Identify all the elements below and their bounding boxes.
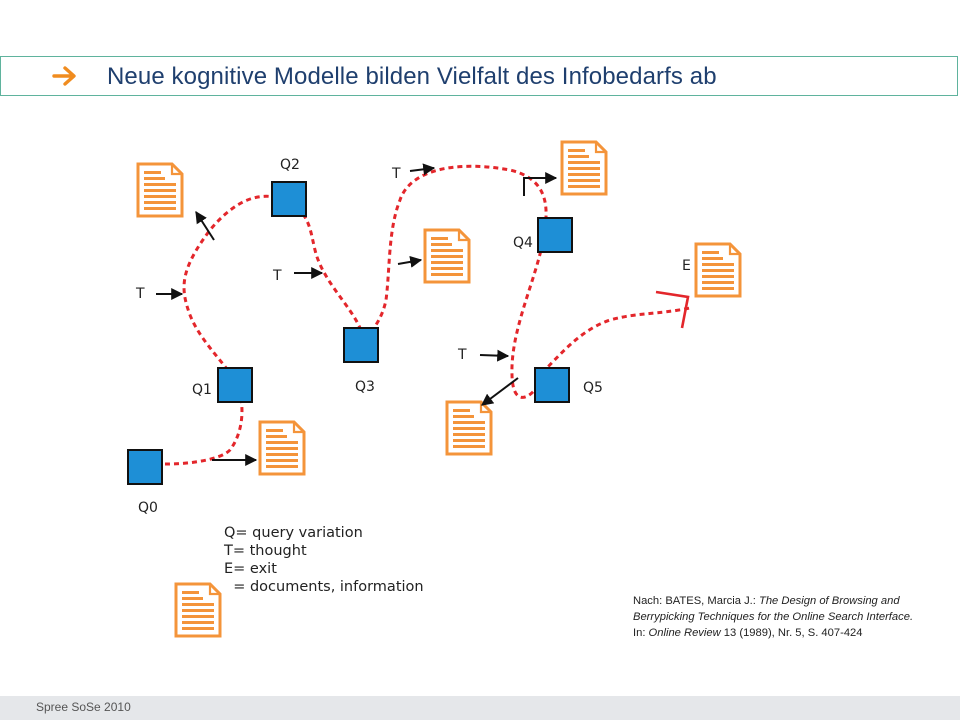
svg-text:T: T (135, 286, 145, 302)
query-box-q1: Q1 (192, 367, 253, 403)
document-icon (445, 400, 493, 456)
title-frame-right (957, 57, 958, 95)
right-arrow-icon (52, 66, 76, 86)
svg-text:Q4: Q4 (513, 235, 533, 251)
svg-text:Q1: Q1 (192, 382, 212, 398)
query-box-q4: Q4 (513, 217, 573, 253)
svg-text:T: T (391, 166, 401, 182)
slide-title: Neue kognitive Modelle bilden Vielfalt d… (107, 63, 717, 90)
legend-thought: T= thought (224, 543, 307, 559)
document-arrow (397, 255, 423, 268)
thought-marker: T (135, 286, 184, 302)
svg-text:T: T (457, 347, 467, 363)
document-icon (258, 420, 306, 476)
legend-query: Q= query variation (224, 525, 363, 541)
query-box-q0: Q0 (127, 449, 163, 516)
legend-exit: E= exit (224, 561, 277, 577)
thought-marker: T (457, 347, 510, 363)
citation-in: In: (633, 627, 649, 640)
svg-text:Q2: Q2 (280, 157, 300, 173)
slide-footer: Spree SoSe 2010 (0, 696, 960, 720)
search-path (164, 164, 691, 466)
svg-text:T: T (272, 268, 282, 284)
svg-text:Q3: Q3 (355, 379, 375, 395)
document-icon (694, 242, 742, 298)
title-frame-left (0, 57, 1, 95)
citation-rest: 13 (1989), Nr. 5, S. 407-424 (720, 627, 863, 640)
svg-text:Q5: Q5 (583, 380, 603, 396)
document-arrow (481, 377, 519, 406)
legend-documents: = documents, information (224, 579, 424, 595)
query-box-q5: Q5 (534, 367, 603, 403)
footer-text: Spree SoSe 2010 (36, 700, 131, 714)
thought-marker: T (272, 267, 324, 284)
berrypicking-diagram: Q0 Q1 Q2 Q3 Q4 Q5 T T T (127, 140, 742, 638)
document-icon (423, 228, 471, 284)
citation-title: The Design of Browsing and Berrypicking … (633, 595, 914, 624)
document-icon (174, 582, 222, 638)
exit-arrow (655, 290, 690, 329)
document-arrow (523, 172, 558, 196)
citation-journal: Online Review (648, 627, 721, 640)
document-icon (560, 140, 608, 196)
svg-text:Q0: Q0 (138, 500, 158, 516)
document-icon (136, 162, 184, 218)
document-arrow (195, 210, 215, 241)
query-box-q2: Q2 (271, 157, 307, 217)
thought-marker: T (391, 163, 436, 182)
query-box-q3: Q3 (343, 327, 379, 395)
diagram-legend: Q= query variation T= thought E= exit = … (224, 524, 424, 596)
slide-title-bar: Neue kognitive Modelle bilden Vielfalt d… (0, 56, 958, 96)
citation-prefix: Nach: BATES, Marcia J.: (633, 595, 759, 607)
exit-label: E (682, 258, 691, 274)
source-citation: Nach: BATES, Marcia J.: The Design of Br… (633, 593, 915, 642)
